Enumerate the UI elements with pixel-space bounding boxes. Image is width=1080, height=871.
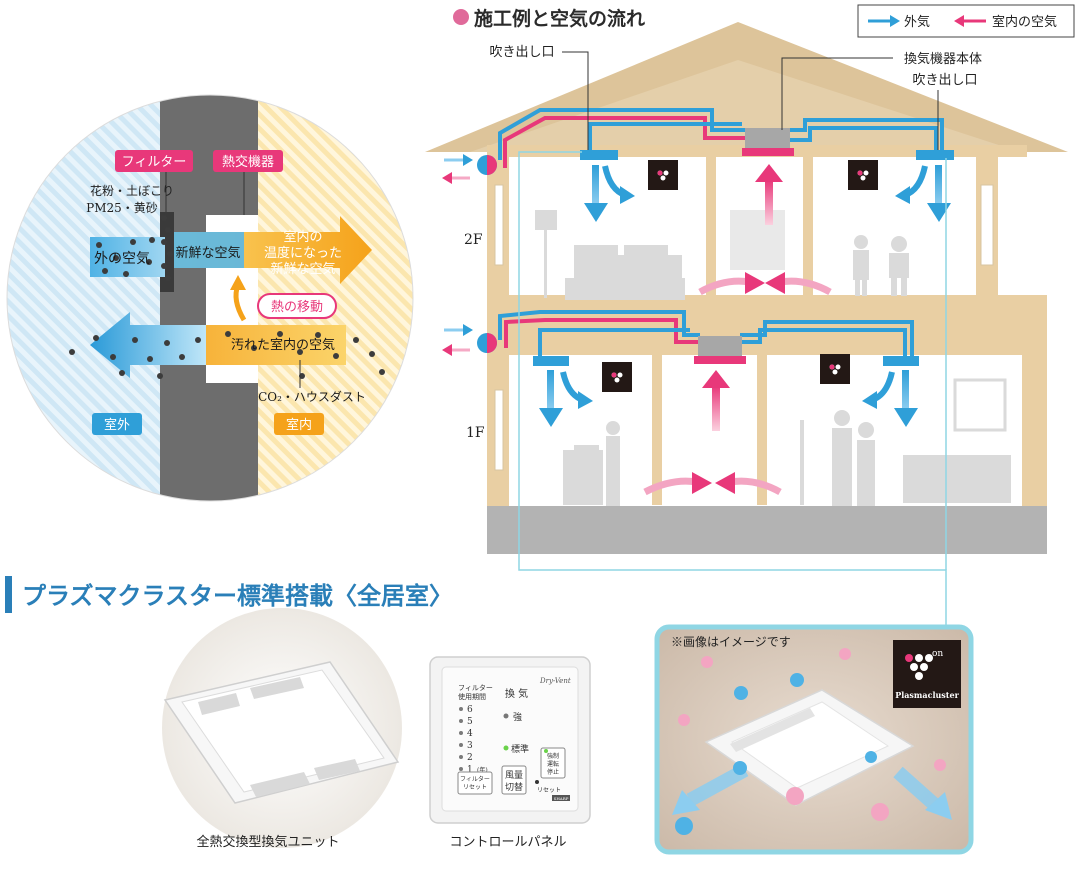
heat-transfer-label: 熱の移動 [271, 300, 323, 315]
ducts-1f [498, 310, 914, 358]
legend-outdoor-label: 外気 [904, 14, 930, 30]
control-panel: フィルター 使用期間 6 5 4 3 2 1 (年) 換 気 強 標準 Dry-… [429, 656, 591, 824]
cp-ventilation: 換 気 [505, 687, 528, 700]
foundation [487, 506, 1047, 554]
furniture-2f [535, 210, 909, 300]
house-section: 施工例と空気の流れ 外気 室内の空気 [425, 4, 1075, 627]
co2-dust-label: CO₂・ハウスダスト [258, 389, 366, 404]
cp-level-3: 3 [467, 741, 473, 751]
cp-wind-switch-2: 切替 [505, 781, 523, 793]
exhaust-air-arrow [90, 312, 206, 378]
pollen-label-1: 花粉・土ぼこり [90, 183, 174, 198]
unit-caption: 全熱交換型換気ユニット [196, 834, 339, 850]
indoor-tag [274, 413, 324, 435]
indoor-fresh-label-3: 新鮮な空気 [270, 261, 335, 277]
heat-exchanger-tag-label: 熱交機器 [222, 154, 274, 170]
outlet-right-label: 吹き出し口 [912, 73, 977, 88]
heat-exchanger-tag [213, 150, 283, 172]
plasmacluster-photo: ※画像はイメージです on Plasmacluster [654, 624, 974, 855]
indoor-fresh-label-1: 室内の [283, 229, 322, 245]
airflow-2f [584, 164, 951, 296]
cp-filter-usage-2: 使用期間 [458, 692, 486, 701]
image-note: ※画像はイメージです [671, 635, 791, 649]
filter-tag [115, 150, 193, 172]
cp-level-2: 2 [467, 753, 473, 763]
heading-bar [5, 576, 12, 613]
cp-level-unit: (年) [477, 766, 488, 774]
furniture-1f [563, 378, 1011, 506]
cp-level-4: 4 [467, 729, 473, 739]
title-bullet [453, 9, 469, 25]
section-title: 施工例と空気の流れ [474, 7, 645, 30]
ventilation-unit-1f [698, 336, 742, 358]
cp-level-6: 6 [467, 705, 473, 715]
pc-logos-house [602, 160, 878, 392]
ion-dots [675, 648, 946, 835]
ventilation-unit-product [162, 608, 402, 848]
outside-air-label: 外の空気 [94, 251, 150, 267]
cp-level-1: 1 [467, 765, 473, 775]
cp-brand: SHARP [554, 796, 569, 801]
outlet-1f-right [883, 356, 919, 366]
heat-exchange-diagram: フィルター 熱交機器 花粉・土ぼこり PM25・黄砂 外の空気 新鮮な空気 室内… [6, 94, 414, 502]
outdoor-tag [92, 413, 142, 435]
cp-plasma-button[interactable] [540, 747, 566, 779]
outlet-left-label: 吹き出し口 [489, 45, 554, 60]
cp-reset: リセット [537, 787, 561, 794]
cp-plasma-3: 停止 [547, 768, 559, 776]
cp-standard: 標準 [511, 743, 529, 755]
cp-wind-switch-button[interactable] [501, 765, 527, 795]
outlet-2f-left [580, 150, 618, 160]
logo-text: Plasmacluster [895, 690, 959, 700]
cp-strong: 強 [513, 711, 522, 723]
dirty-air-label: 汚れた室内の空気 [231, 337, 335, 353]
cp-filter-reset-button[interactable] [457, 771, 493, 795]
plasmacluster-logo [893, 640, 961, 708]
particles [69, 215, 385, 379]
indoor-fresh-label-2: 温度になった [264, 245, 342, 261]
legend: 外気 室内の空気 [857, 4, 1075, 38]
outdoor-tag-label: 室外 [104, 417, 130, 433]
cp-plasma-2: 運転 [547, 760, 559, 768]
cp-filter-usage-1: フィルター [458, 683, 493, 692]
floor-2f-label: 2F [464, 232, 483, 248]
outlet-2f-right [916, 150, 954, 160]
cp-wind-switch-1: 風量 [505, 770, 523, 781]
ion-label: on [932, 649, 943, 659]
cp-plasma-1: 強制 [547, 752, 559, 760]
indoor-tag-label: 室内 [286, 417, 312, 433]
unit-body-label: 換気機器本体 [904, 51, 982, 67]
cp-filter-reset-2: リセット [463, 784, 487, 791]
fresh-air-label: 新鮮な空気 [175, 245, 240, 261]
airflow-1f [539, 370, 918, 496]
section2-heading: プラズマクラスター標準搭載〈全居室〉 [22, 581, 453, 610]
ducts-2f [498, 108, 944, 168]
heat-transfer-badge [257, 293, 337, 319]
cp-level-5: 5 [467, 717, 473, 727]
pollen-label-2: PM25・黄砂 [86, 201, 158, 215]
legend-indoor-label: 室内の空気 [992, 14, 1057, 30]
filter-tag-label: フィルター [122, 155, 187, 170]
floor-1f-label: 1F [466, 425, 485, 441]
cp-filter-reset-1: フィルター [460, 775, 490, 783]
panel-caption: コントロールパネル [449, 835, 566, 850]
outlet-1f-left [533, 356, 569, 366]
cp-model: Dry-Vent [539, 677, 571, 685]
external-air-arrows [442, 154, 473, 356]
